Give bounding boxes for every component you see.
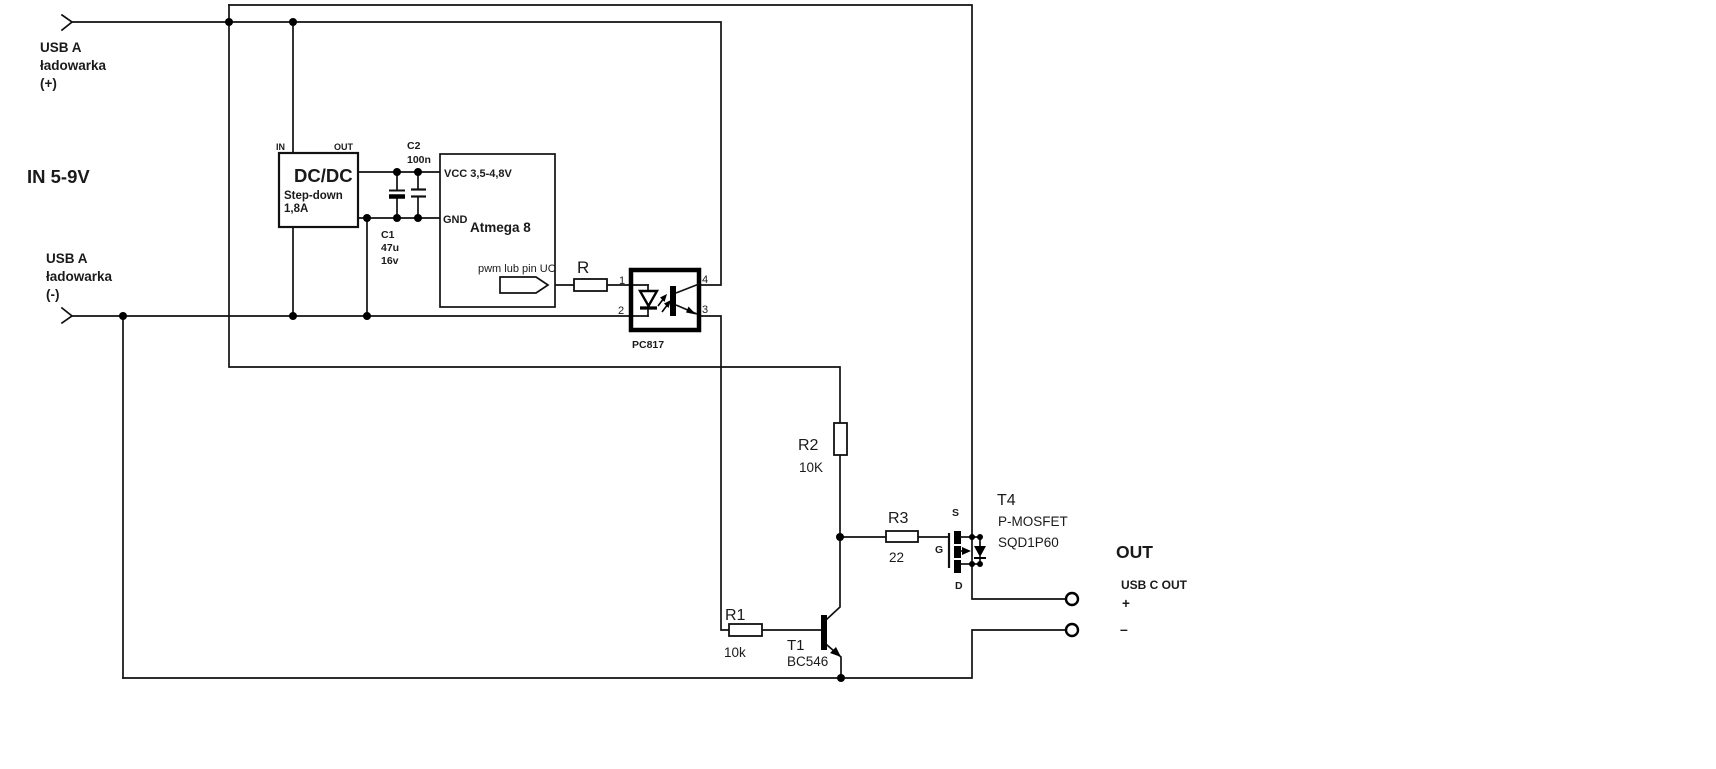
c1-value: 47u xyxy=(381,242,399,254)
r3-body xyxy=(885,530,919,543)
output-subtitle: USB C OUT xyxy=(1121,578,1188,592)
t4-drain-label: D xyxy=(955,580,963,592)
wire-left-rail-to-r2 xyxy=(228,4,841,424)
r1-body xyxy=(728,623,763,637)
dcdc-pin-in: IN xyxy=(276,142,285,152)
capacitor-c1: C1 47u 16v xyxy=(381,171,405,267)
t4-substrate-arrow xyxy=(962,547,971,555)
t4-channel-bottom xyxy=(954,560,961,573)
t4-body-diode-icon xyxy=(971,536,986,565)
resistor-r1: R1 10k xyxy=(724,607,763,660)
label-usb-plus-1: USB A xyxy=(40,40,82,55)
t1-emitter-arrow xyxy=(830,647,841,657)
pc817-pin3: 3 xyxy=(702,304,708,316)
junction-dots xyxy=(119,18,983,682)
t4-name: T4 xyxy=(997,492,1016,509)
label-usb-plus-3: (+) xyxy=(40,76,57,91)
r1-name: R1 xyxy=(725,607,746,624)
wire-top-rail xyxy=(228,4,973,538)
r1-value: 10k xyxy=(724,645,746,660)
pc817-name: PC817 xyxy=(632,339,664,351)
input-labels: USB A ładowarka (+) IN 5-9V USB A ładowa… xyxy=(27,40,113,302)
dcdc-line1: Step-down xyxy=(284,190,343,202)
r-name: R xyxy=(577,258,589,277)
resistor-r: R xyxy=(573,258,608,292)
usb-minus-connector-icon xyxy=(60,306,74,325)
t1-part: BC546 xyxy=(787,654,828,669)
dcdc-box xyxy=(277,151,360,229)
c2-value: 100n xyxy=(407,154,431,166)
t4-gate-label: G xyxy=(935,544,943,556)
t1-name: T1 xyxy=(787,637,805,654)
label-input-voltage: IN 5-9V xyxy=(27,166,90,187)
label-usb-plus-2: ładowarka xyxy=(40,58,107,73)
capacitor-c2: C2 100n xyxy=(407,140,431,219)
wire-node-to-collector xyxy=(825,536,841,621)
mcu-atmega8: VCC 3,5-4,8V GND Atmega 8 pwm lub pin UC xyxy=(439,153,556,308)
pc817-pin4: 4 xyxy=(702,274,708,286)
transistor-t1: T1 BC546 xyxy=(787,615,841,669)
r-body xyxy=(573,278,608,292)
pc817-phototransistor-bar xyxy=(670,286,676,316)
wire-drain-out xyxy=(971,563,1067,600)
t4-channel-mid xyxy=(954,546,961,558)
mcu-vcc-label: VCC 3,5-4,8V xyxy=(444,168,513,180)
usb-plus-connector-icon xyxy=(60,13,74,32)
dcdc-converter: IN OUT DC/DC Step-down 1,8A xyxy=(276,142,360,229)
output-plus-terminal xyxy=(1064,591,1080,607)
label-usb-minus-1: USB A xyxy=(46,251,88,266)
t4-channel-top xyxy=(954,531,961,544)
output-terminals: OUT USB C OUT + – xyxy=(1064,542,1188,638)
pc817-pin2: 2 xyxy=(618,305,624,317)
mcu-gnd-label: GND xyxy=(443,214,468,226)
mosfet-t4: S G D T4 P-MOSFET SQD1P60 xyxy=(935,492,1068,592)
resistor-r2: R2 10K xyxy=(798,422,848,475)
output-title: OUT xyxy=(1116,542,1153,562)
dcdc-line2: 1,8A xyxy=(284,203,308,215)
t4-source-label: S xyxy=(952,507,959,519)
c1-voltage: 16v xyxy=(381,255,399,267)
r3-value: 22 xyxy=(889,550,904,565)
dcdc-pin-out: OUT xyxy=(334,142,354,152)
resistor-r3: R3 22 xyxy=(885,510,919,565)
output-plus-label: + xyxy=(1122,596,1130,611)
pwm-signal-tag xyxy=(499,276,550,294)
pc817-emitter-arrow xyxy=(686,306,696,315)
r2-name: R2 xyxy=(798,437,819,454)
mcu-pwm-label: pwm lub pin UC xyxy=(478,263,556,275)
pc817-box xyxy=(628,267,702,333)
t1-base-bar xyxy=(821,615,827,650)
t4-type: P-MOSFET xyxy=(998,514,1068,529)
pc817-collector xyxy=(675,283,700,294)
pc817-pin1: 1 xyxy=(619,275,625,287)
wire-ground-rail xyxy=(122,629,1067,679)
wire-plus-to-pin4 xyxy=(71,21,722,286)
r3-name: R3 xyxy=(888,510,909,527)
wire-pin3-to-r1 xyxy=(698,315,730,631)
label-usb-minus-3: (-) xyxy=(46,287,60,302)
pc817-led-icon xyxy=(637,289,660,309)
r2-value: 10K xyxy=(799,460,823,475)
t4-part: SQD1P60 xyxy=(998,535,1059,550)
label-usb-minus-2: ładowarka xyxy=(46,269,113,284)
mcu-name: Atmega 8 xyxy=(470,220,531,235)
r2-body xyxy=(833,422,848,456)
c1-name: C1 xyxy=(381,229,395,241)
output-minus-label: – xyxy=(1120,621,1128,637)
optocoupler-pc817: 1 2 4 3 PC817 xyxy=(618,267,708,351)
output-minus-terminal xyxy=(1064,622,1080,638)
dcdc-title: DC/DC xyxy=(294,165,353,186)
pc817-light-arrows-icon xyxy=(657,294,671,313)
c2-name: C2 xyxy=(407,140,421,152)
wires xyxy=(71,4,1067,679)
input-connectors xyxy=(60,13,74,325)
